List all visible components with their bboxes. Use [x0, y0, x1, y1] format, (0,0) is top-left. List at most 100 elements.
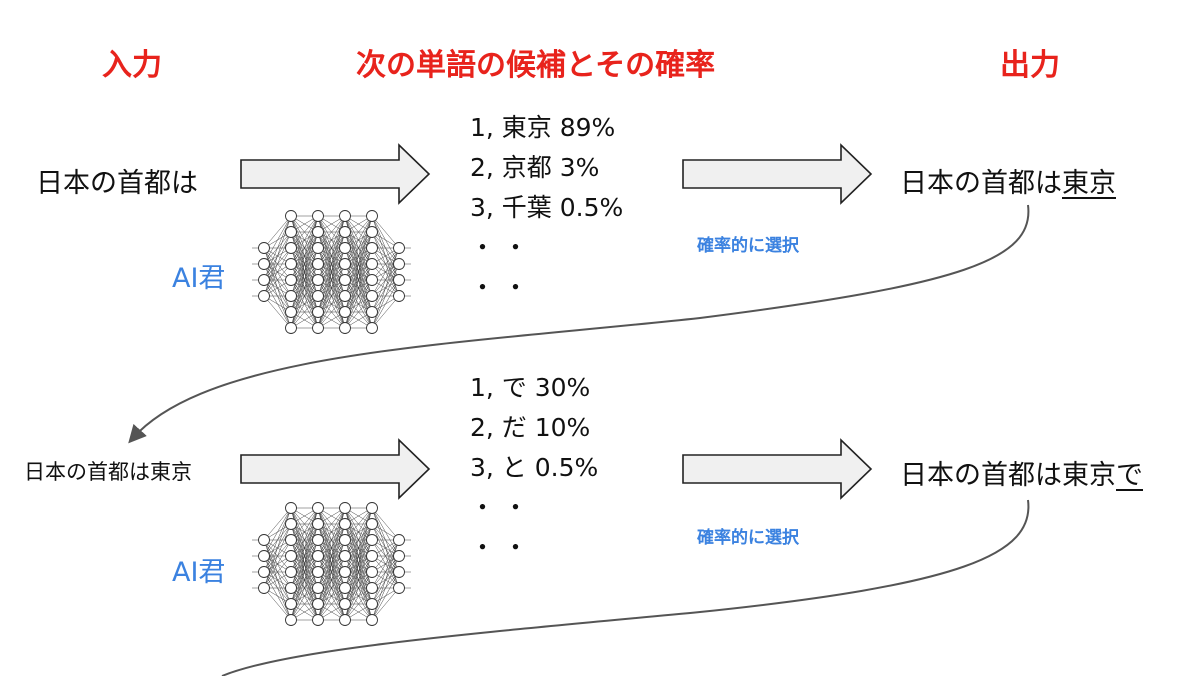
step2-input-text: 日本の首都は東京 [24, 460, 192, 484]
network-node [366, 258, 378, 270]
step1-input-text: 日本の首都は [36, 168, 198, 199]
network-node [339, 306, 351, 318]
network-node [366, 502, 378, 514]
network-node [285, 290, 297, 302]
step1-candidate-1: 1, 東京 89% [470, 113, 616, 142]
network-node [312, 502, 324, 514]
network-node [366, 518, 378, 530]
network-node [393, 274, 405, 286]
candidates-header: 次の単語の候補とその確率 [356, 48, 716, 83]
network-node [312, 566, 324, 578]
network-node [366, 582, 378, 594]
network-node [312, 242, 324, 254]
network-node [258, 534, 270, 546]
step2-neural-network-icon [252, 502, 411, 626]
input-header: 入力 [102, 48, 162, 83]
network-node [393, 258, 405, 270]
network-node [285, 274, 297, 286]
step2-ellipsis-1: ・ ・ [470, 493, 528, 522]
network-node [339, 226, 351, 238]
network-node [366, 566, 378, 578]
network-node [312, 258, 324, 270]
network-node [366, 210, 378, 222]
network-node [393, 550, 405, 562]
network-node [285, 598, 297, 610]
step1-to-step2-curve [128, 204, 1030, 444]
network-node [339, 258, 351, 270]
network-node [339, 614, 351, 626]
step1-select-label: 確率的に選択 [697, 236, 799, 256]
step1-input-arrow-icon [240, 143, 431, 205]
network-node [312, 226, 324, 238]
step2-output-text: 日本の首都は東京で [900, 453, 1143, 492]
network-node [366, 242, 378, 254]
step1-output-arrow-icon [682, 143, 873, 205]
step1-ellipsis-2: ・ ・ [470, 273, 528, 302]
network-node [258, 290, 270, 302]
network-node [312, 534, 324, 546]
network-node [312, 550, 324, 562]
network-node [393, 290, 405, 302]
step2-candidate-1: 1, で 30% [470, 373, 591, 402]
network-node [393, 534, 405, 546]
network-node [339, 290, 351, 302]
network-node [366, 614, 378, 626]
step2-select-label: 確率的に選択 [697, 528, 799, 548]
step1-neural-network-icon [252, 210, 411, 334]
network-node [312, 290, 324, 302]
network-node [366, 598, 378, 610]
step2-candidate-2: 2, だ 10% [470, 413, 591, 442]
network-node [312, 614, 324, 626]
step2-output-selected: で [1116, 460, 1143, 491]
network-node [339, 534, 351, 546]
network-node [339, 242, 351, 254]
step2-candidate-list: 1, で 30% 2, だ 10% 3, と 0.5% ・ ・ ・ ・ [470, 368, 598, 568]
network-node [339, 598, 351, 610]
network-node [285, 210, 297, 222]
step1-candidate-list: 1, 東京 89% 2, 京都 3% 3, 千葉 0.5% ・ ・ ・ ・ [470, 108, 623, 308]
step2-candidate-3: 3, と 0.5% [470, 453, 599, 482]
network-node [366, 322, 378, 334]
network-node [285, 258, 297, 270]
step2-output-arrow-icon [682, 438, 873, 500]
step1-output-text: 日本の首都は東京 [900, 161, 1116, 200]
step2-input-arrow-icon [240, 438, 431, 500]
network-node [339, 322, 351, 334]
network-node [366, 274, 378, 286]
network-node [339, 582, 351, 594]
network-node [393, 566, 405, 578]
network-connections [252, 507, 411, 621]
network-node [285, 226, 297, 238]
network-node [285, 614, 297, 626]
step1-output-prefix: 日本の首都は [900, 168, 1062, 199]
network-node [258, 566, 270, 578]
network-node [312, 582, 324, 594]
step2-ellipsis-2: ・ ・ [470, 533, 528, 562]
network-node [312, 322, 324, 334]
network-node [285, 566, 297, 578]
network-node [285, 242, 297, 254]
network-node [312, 210, 324, 222]
network-node [366, 306, 378, 318]
network-node [339, 210, 351, 222]
network-node [258, 274, 270, 286]
step2-ai-label: AI君 [172, 557, 226, 588]
network-node [312, 274, 324, 286]
network-node [258, 258, 270, 270]
network-node [285, 550, 297, 562]
network-node [339, 502, 351, 514]
output-header: 出力 [1000, 48, 1060, 83]
network-node [393, 582, 405, 594]
network-node [285, 502, 297, 514]
network-node [285, 322, 297, 334]
step1-ellipsis-1: ・ ・ [470, 233, 528, 262]
step1-candidate-2: 2, 京都 3% [470, 153, 600, 182]
network-connections [252, 215, 411, 329]
network-node [312, 518, 324, 530]
network-node [258, 550, 270, 562]
network-node [339, 274, 351, 286]
network-node [339, 566, 351, 578]
step1-candidate-3: 3, 千葉 0.5% [470, 193, 624, 222]
network-node [366, 290, 378, 302]
